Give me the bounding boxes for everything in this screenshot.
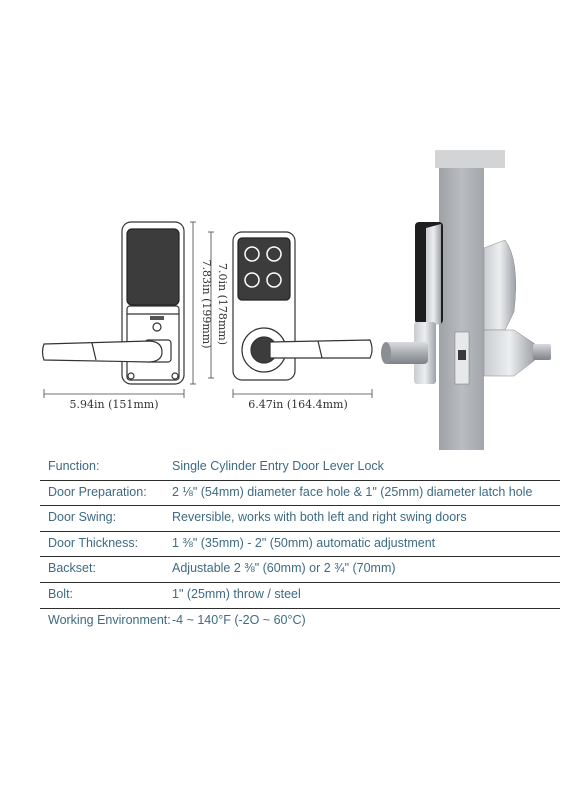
back-view-drawing [41, 221, 185, 385]
spec-value: 2 ⅛" (54mm) diameter face hole & 1" (25m… [172, 484, 533, 499]
back-height-label: 7.83in (199mm) [200, 259, 213, 348]
front-width-dimension [232, 389, 373, 398]
spec-value: -4 ~ 140°F (-2O ~ 60°C) [172, 612, 306, 627]
spec-value: Single Cylinder Entry Door Lever Lock [172, 459, 384, 473]
spec-row-working-environment: Working Environment: -4 ~ 140°F (-2O ~ 6… [40, 609, 560, 634]
front-height-label: 7.0in (178mm) [216, 263, 229, 345]
spec-row-door-thickness: Door Thickness: 1 ⅜" (35mm) - 2" (50mm) … [40, 532, 560, 558]
spec-row-door-preparation: Door Preparation: 2 ⅛" (54mm) diameter f… [40, 481, 560, 507]
spec-label: Backset: [48, 561, 96, 576]
spec-row-backset: Backset: Adjustable 2 ⅜" (60mm) or 2 ¾" … [40, 557, 560, 583]
spec-label: Door Preparation: [48, 484, 147, 499]
spec-table: Function: Single Cylinder Entry Door Lev… [40, 455, 560, 633]
spec-label: Bolt: [48, 586, 74, 601]
height-dimension-lines [190, 221, 214, 385]
spec-row-function: Function: Single Cylinder Entry Door Lev… [40, 455, 560, 481]
spec-label: Door Swing: [48, 510, 117, 525]
spec-label: Working Environment: [48, 612, 171, 627]
spec-value: 1" (25mm) throw / steel [172, 586, 301, 601]
spec-row-door-swing: Door Swing: Reversible, works with both … [40, 506, 560, 532]
spec-value: Reversible, works with both left and rig… [172, 510, 467, 525]
back-width-dimension [43, 389, 185, 398]
front-view-drawing [232, 231, 373, 381]
spec-label: Function: [48, 459, 100, 473]
front-width-label: 6.47in (164.4mm) [248, 398, 348, 411]
side-view-photo [381, 150, 551, 450]
spec-label: Door Thickness: [48, 535, 139, 550]
back-width-label: 5.94in (151mm) [69, 398, 158, 411]
spec-value: Adjustable 2 ⅜" (60mm) or 2 ¾" (70mm) [172, 561, 396, 576]
spec-row-bolt: Bolt: 1" (25mm) throw / steel [40, 583, 560, 609]
product-drawings: 5.94in (151mm) 7.83in (199mm) 7.0in (178… [41, 150, 551, 450]
spec-value: 1 ⅜" (35mm) - 2" (50mm) automatic adjust… [172, 535, 436, 550]
